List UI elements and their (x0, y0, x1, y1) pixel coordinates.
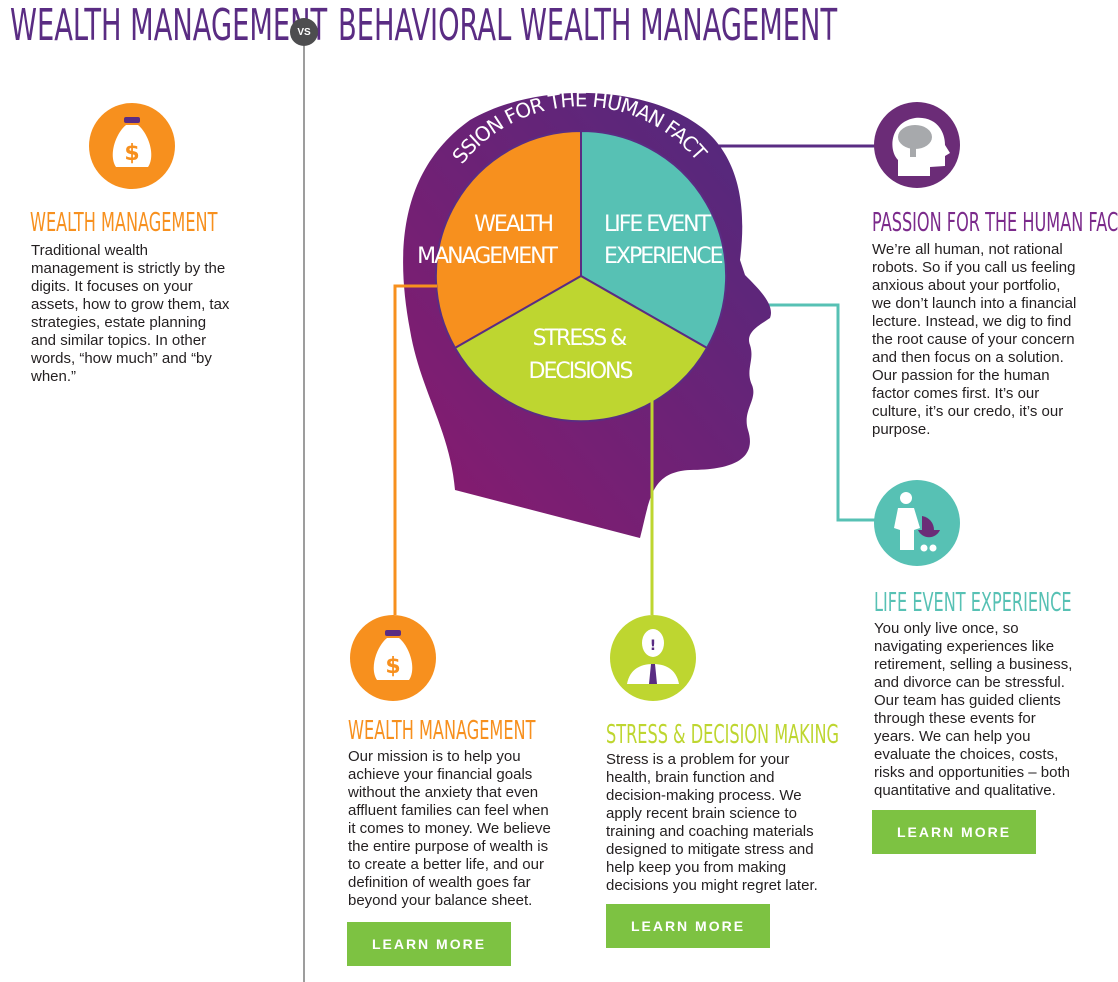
seg-wealth-l1: WEALTH (474, 212, 552, 237)
seg-stress-l2: DECISIONS (529, 359, 633, 384)
stressed-businessman-icon: ! (610, 615, 696, 701)
wealth-heading-wrap: WEALTH MANAGEMENT (348, 716, 650, 746)
pie-stress (453, 274, 709, 423)
money-bag-icon: $ (350, 615, 436, 701)
life-heading: LIFE EVENT EXPERIENCE (874, 588, 1072, 618)
wealth-text: Our mission is to help you achieve your … (348, 748, 551, 909)
vs-badge: VS (290, 18, 318, 46)
seg-stress-l1: STRESS & (533, 326, 628, 351)
wealth-learn-more-button[interactable]: LEARN MORE (347, 922, 511, 966)
life-text: You only live once, so navigating experi… (874, 620, 1073, 799)
connector-wealth (393, 284, 437, 615)
wealth-heading: WEALTH MANAGEMENT (348, 716, 536, 746)
seg-wealth-l2: MANAGEMENT (417, 244, 558, 269)
family-stroller-icon (874, 480, 960, 566)
seg-life-l2: EXPERIENCE (604, 244, 723, 269)
life-heading-wrap: LIFE EVENT EXPERIENCE (874, 588, 1118, 618)
stress-heading: STRESS & DECISION MAKING (606, 720, 840, 750)
seg-life-l1: LIFE EVENT (604, 212, 712, 237)
right-title: BEHAVIORAL WEALTH MANAGEMENT (338, 0, 838, 51)
right-title-wrap: BEHAVIORAL WEALTH MANAGEMENT (338, 0, 1118, 51)
svg-text:!: ! (650, 638, 656, 654)
pie-life (580, 129, 728, 350)
connector-life (720, 303, 875, 522)
left-heading-wrap: WEALTH MANAGEMENT (30, 208, 332, 238)
pie-wealth (434, 129, 582, 350)
svg-text:$: $ (385, 654, 400, 679)
divider (303, 46, 305, 982)
left-title-wrap: WEALTH MANAGEMENT (10, 0, 522, 51)
svg-text:$: $ (124, 141, 139, 166)
stress-text: Stress is a problem for your health, bra… (606, 751, 818, 894)
life-learn-more-button[interactable]: LEARN MORE (872, 810, 1036, 854)
left-heading: WEALTH MANAGEMENT (30, 208, 218, 238)
passion-heading-wrap: PASSION FOR THE HUMAN FACTOR (872, 208, 1118, 238)
left-text: Traditional wealth management is strictl… (31, 242, 230, 385)
brain-head-icon (874, 102, 960, 188)
passion-text: We’re all human, not rational robots. So… (872, 241, 1077, 438)
money-bag-icon: $ (89, 103, 175, 189)
passion-heading: PASSION FOR THE HUMAN FACTOR (872, 208, 1118, 238)
stress-heading-wrap: STRESS & DECISION MAKING (606, 720, 982, 750)
left-title: WEALTH MANAGEMENT (10, 0, 328, 51)
stress-learn-more-button[interactable]: LEARN MORE (606, 904, 770, 948)
